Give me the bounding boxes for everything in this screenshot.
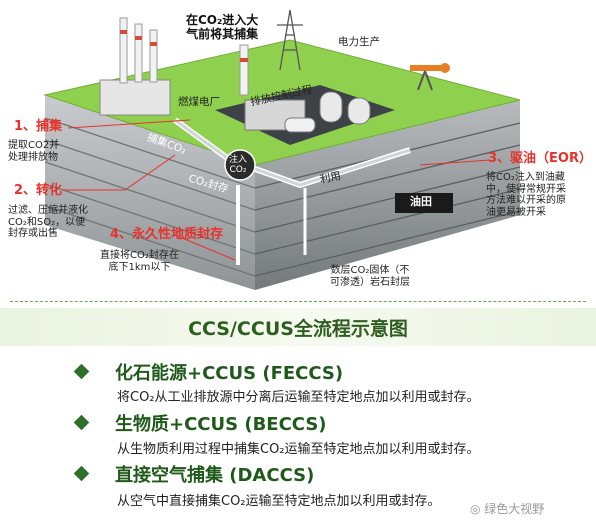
item-title-feccs: 化石能源+CCUS (FECCS) — [115, 363, 344, 384]
diamond-bullet-icon — [73, 465, 90, 482]
diamond-bullet-icon — [73, 363, 90, 380]
item-desc-daccs: 从空气中直接捕集CO₂运输至特定地点加以利用或封存。 — [117, 494, 441, 509]
capture-before-atmosphere-label: 在CO₂进入大 气前将其捕集 — [186, 13, 259, 41]
strata-right-face — [255, 100, 520, 290]
step1-title: 1、捕集 — [14, 119, 63, 134]
power-production-label: 电力生产 — [338, 36, 380, 48]
strata-lines-right — [254, 122, 521, 277]
callout-lines — [62, 119, 491, 261]
step4-title: 4、永久性地质封存 — [110, 227, 224, 242]
oilfield-sign — [395, 193, 453, 213]
heading-band — [0, 308, 596, 346]
step1-desc: 提取CO2并 处理排放物 — [8, 140, 60, 163]
power-tower — [277, 9, 303, 71]
step4-desc: 直接将CO₂封存在 底下1km以下 — [100, 250, 179, 273]
coal-power-plant — [99, 17, 171, 116]
section-divider — [10, 301, 586, 302]
item-title-daccs: 直接空气捕集 (DACCS) — [115, 465, 315, 486]
strata-lines-left — [44, 117, 256, 277]
watermark: ◎ 绿色大视野 — [470, 502, 545, 516]
item-desc-feccs: 将CO₂从工业排放源中分离后运输至特定地点加以利用或封存。 — [117, 390, 480, 405]
step2-desc: 过滤、压缩并液化 CO₂和SO₂，以便 封存或出售 — [8, 205, 88, 239]
oilfield-label: 油田 — [410, 195, 432, 208]
diamond-bullet-icon — [73, 414, 90, 431]
strata-left-face — [45, 95, 255, 290]
coal-plant-label: 燃煤电厂 — [178, 96, 220, 108]
item-title-beccs: 生物质+CCUS (BECCS) — [115, 414, 327, 435]
wechat-icon: ◎ — [470, 502, 485, 516]
step3-title: 3、驱油（EOR） — [488, 151, 592, 166]
oil-pump-jack — [410, 63, 450, 91]
emission-control-facility — [244, 91, 371, 133]
ccus-diagram: 在CO₂进入大 气前将其捕集 电力生产 燃煤电厂 排放控制过程 捕集CO₂ 注入… — [8, 9, 592, 290]
inject-co2-label: 注入 CO₂ — [229, 155, 248, 176]
capture-chimney — [239, 44, 249, 96]
page-heading: CCS/CCUS全流程示意图 — [188, 318, 408, 340]
caprock-label: 数层CO₂固体（不 可渗透）岩石封层 — [330, 265, 410, 288]
step3-desc: 将CO₂注入到油藏 中，使得常规开采 方法难以开采的原 油更易被开采 — [486, 172, 566, 218]
step2-title: 2、转化 — [14, 183, 63, 198]
ccus-illustration — [43, 9, 521, 290]
inject-co2-badge — [224, 149, 256, 181]
item-desc-beccs: 从生物质利用过程中捕集CO₂运输至特定地点加以利用或封存。 — [117, 442, 480, 457]
